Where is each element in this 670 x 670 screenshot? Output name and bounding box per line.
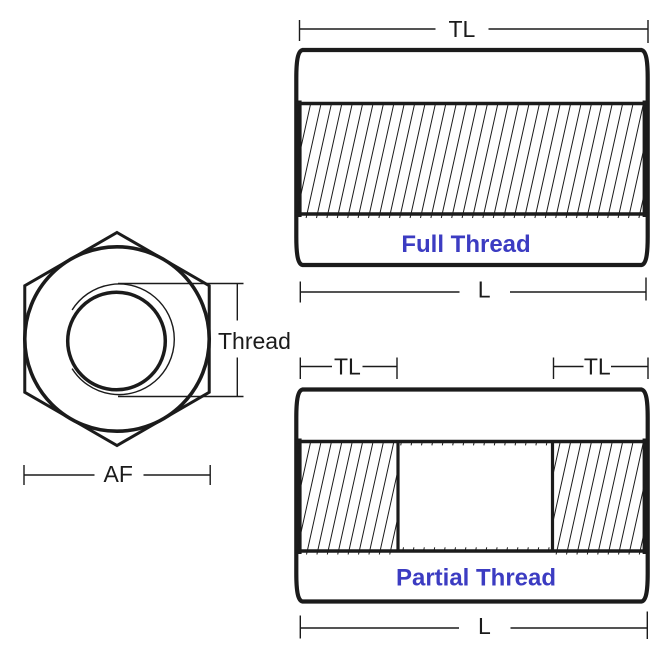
svg-text:AF: AF (104, 461, 133, 487)
svg-text:L: L (478, 277, 491, 303)
svg-text:Thread: Thread (218, 328, 291, 354)
svg-text:TL: TL (449, 16, 476, 42)
svg-text:TL: TL (584, 354, 611, 380)
svg-text:Partial Thread: Partial Thread (396, 565, 556, 592)
svg-text:Full Thread: Full Thread (401, 231, 530, 258)
svg-text:TL: TL (334, 354, 361, 380)
svg-text:L: L (478, 613, 491, 639)
